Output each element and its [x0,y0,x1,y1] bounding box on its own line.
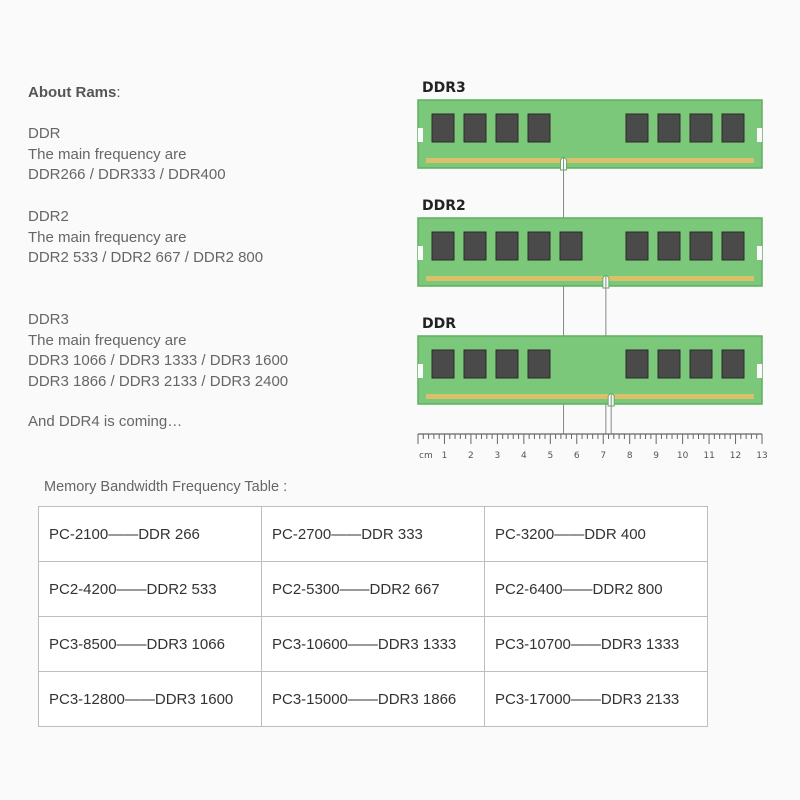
table-cell: PC2-5300——DDR2 667 [261,561,485,617]
module-label: DDR2 [422,198,466,214]
memory-chip [689,349,713,379]
memory-chip [657,113,681,143]
ram-module-ddr3: DDR3 [417,80,763,434]
ddr3-block: DDR3 The main frequency are DDR3 1066 / … [28,310,288,392]
ruler-tick-label: 13 [756,451,767,461]
table-cell: PC3-8500——DDR3 1066 [38,616,262,672]
about-rams-title: About Rams: [28,84,121,101]
table-cell: PC-3200——DDR 400 [484,506,708,562]
ddr3-frequency-intro: The main frequency are [28,331,187,349]
ruler-tick-label: 5 [547,451,553,461]
side-notch [418,364,423,378]
memory-chip [431,349,455,379]
table-cell: PC3-12800——DDR3 1600 [38,671,262,727]
ddr3-frequencies-line1: DDR3 1066 / DDR3 1333 / DDR3 1600 [28,352,289,369]
ddr3-name: DDR3 [28,311,69,328]
side-notch [757,128,762,142]
side-notch [418,246,423,260]
memory-chip [559,231,583,261]
ruler-tick-label: 8 [627,451,633,461]
memory-chip [431,231,455,261]
memory-chip [527,113,551,143]
side-notch [418,128,423,142]
memory-chip [463,231,487,261]
frequency-table-caption: Memory Bandwidth Frequency Table : [44,479,288,495]
ddr2-frequencies: DDR2 533 / DDR2 667 / DDR2 800 [28,249,264,266]
ddr-name: DDR [28,125,61,142]
memory-chip [657,231,681,261]
ram-module-ddr: DDR [417,316,763,434]
ruler-tick-label: 11 [703,451,714,461]
memory-chip [495,349,519,379]
memory-chip [625,113,649,143]
ruler-tick-label: 7 [600,451,606,461]
ddr-frequencies: DDR266 / DDR333 / DDR400 [28,166,226,183]
ruler-tick-label: 2 [468,451,474,461]
memory-chip [495,113,519,143]
ddr-frequency-intro: The main frequency are [28,145,187,163]
gold-pins [426,158,754,163]
ddr2-name: DDR2 [28,208,69,225]
memory-chip [721,231,745,261]
ddr2-frequency-intro: The main frequency are [28,228,187,246]
memory-chip [721,349,745,379]
ruler-unit-label: cm [419,451,433,461]
memory-chip [689,113,713,143]
table-cell: PC2-4200——DDR2 533 [38,561,262,617]
ddr2-block: DDR2 The main frequency are DDR2 533 / D… [28,207,263,269]
table-cell: PC3-17000——DDR3 2133 [484,671,708,727]
ruler-tick-label: 3 [495,451,501,461]
memory-chip [721,113,745,143]
ddr-block: DDR The main frequency are DDR266 / DDR3… [28,124,226,186]
memory-chip [495,231,519,261]
ruler-tick-label: 9 [653,451,659,461]
memory-chip [527,349,551,379]
ruler-tick-label: 6 [574,451,580,461]
memory-chip [657,349,681,379]
memory-chip [625,231,649,261]
table-cell: PC3-15000——DDR3 1866 [261,671,485,727]
memory-chip [463,113,487,143]
ruler-tick-label: 12 [730,451,741,461]
table-cell: PC-2100——DDR 266 [38,506,262,562]
side-notch [757,364,762,378]
ruler-tick-label: 10 [677,451,689,461]
module-label: DDR [422,316,456,332]
ram-module-ddr2: DDR2 [417,198,763,434]
memory-chip [689,231,713,261]
ruler-tick-label: 1 [442,451,448,461]
ddr4-note: And DDR4 is coming… [28,413,183,430]
memory-chip [527,231,551,261]
gold-pins [426,394,754,399]
ruler-tick-label: 4 [521,451,527,461]
table-cell: PC3-10700——DDR3 1333 [484,616,708,672]
table-cell: PC-2700——DDR 333 [261,506,485,562]
table-cell: PC2-6400——DDR2 800 [484,561,708,617]
ddr3-frequencies-line2: DDR3 1866 / DDR3 2133 / DDR3 2400 [28,372,289,390]
gold-pins [426,276,754,281]
memory-chip [625,349,649,379]
memory-chip [463,349,487,379]
memory-chip [431,113,455,143]
table-cell: PC3-10600——DDR3 1333 [261,616,485,672]
module-label: DDR3 [422,80,466,96]
side-notch [757,246,762,260]
